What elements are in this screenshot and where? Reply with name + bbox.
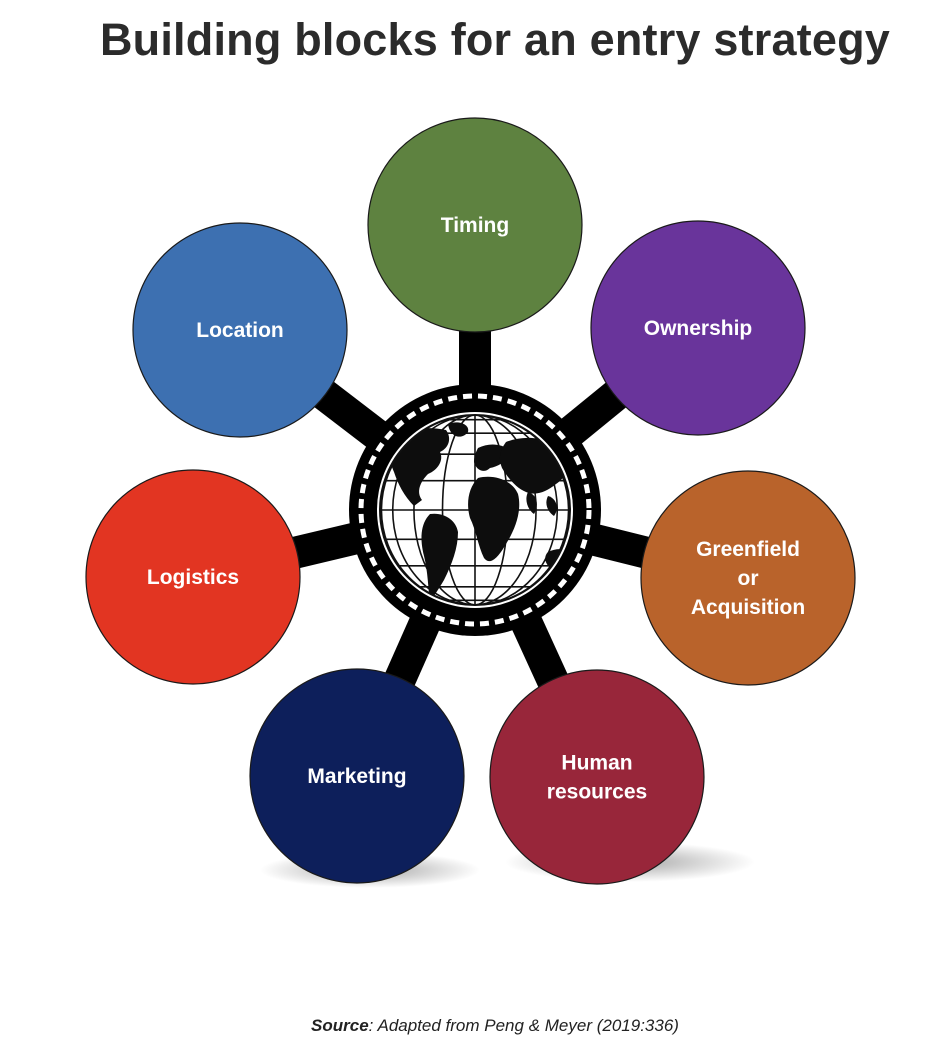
- block-human-resources: Human resources: [489, 669, 705, 885]
- block-location-label: Location: [196, 319, 284, 342]
- block-greenfield-or-acquisition-label: or: [738, 567, 759, 590]
- block-ownership: Ownership: [590, 220, 806, 436]
- block-human-resources-label: Human: [561, 752, 632, 775]
- block-marketing-circle: [249, 668, 465, 884]
- block-timing-label: Timing: [441, 214, 509, 237]
- page-title: Building blocks for an entry strategy: [99, 14, 891, 65]
- block-greenfield-or-acquisition-circle: [640, 470, 856, 686]
- block-greenfield-or-acquisition-label: Acquisition: [691, 596, 805, 619]
- block-logistics-circle: [85, 469, 301, 685]
- block-greenfield-or-acquisition-label: Greenfield: [696, 538, 800, 561]
- source-text: : Adapted from Peng & Meyer (2019:336): [368, 1016, 679, 1035]
- block-ownership-label: Ownership: [644, 317, 753, 340]
- hub-dashed-ring: [358, 393, 592, 627]
- block-timing: Timing: [367, 117, 583, 333]
- block-logistics: Logistics: [85, 469, 301, 685]
- globe-icon: [379, 414, 571, 606]
- source-label: Source: [311, 1016, 369, 1035]
- block-ownership-circle: [590, 220, 806, 436]
- block-location: Location: [132, 222, 348, 438]
- block-logistics-label: Logistics: [147, 566, 239, 589]
- block-location-circle: [132, 222, 348, 438]
- block-human-resources-circle: [489, 669, 705, 885]
- block-marketing: Marketing: [249, 668, 465, 884]
- block-timing-circle: [367, 117, 583, 333]
- hub: [349, 384, 601, 636]
- block-marketing-label: Marketing: [307, 765, 406, 788]
- source-caption: Source: Adapted from Peng & Meyer (2019:…: [0, 1016, 950, 1036]
- block-human-resources-label: resources: [547, 781, 647, 804]
